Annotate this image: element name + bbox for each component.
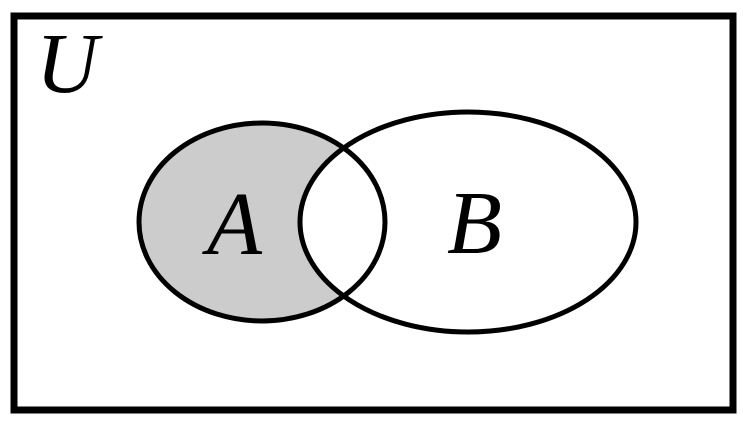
set-b-outline [297, 109, 639, 335]
set-a-label: A [202, 175, 263, 274]
set-a-outline [136, 120, 388, 324]
set-b-label: B [447, 174, 502, 273]
set-b-fill [300, 112, 636, 332]
universe-label: U [36, 15, 103, 111]
